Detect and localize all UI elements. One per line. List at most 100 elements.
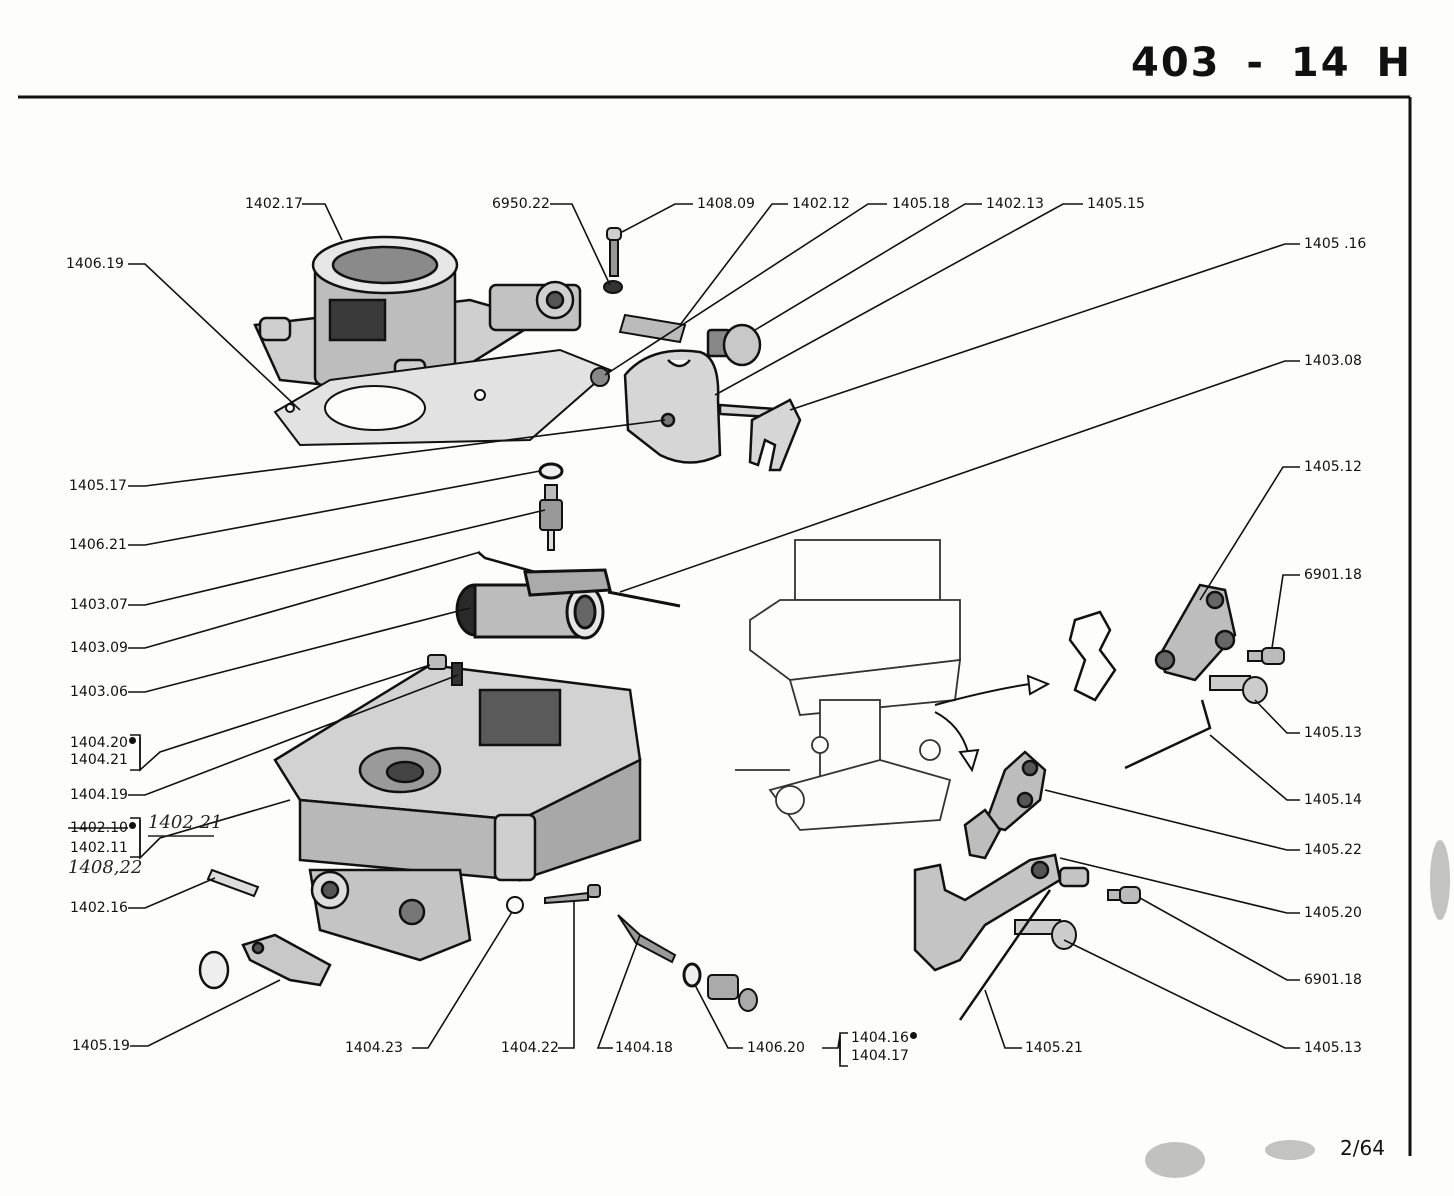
bullet-icon xyxy=(128,822,136,829)
scan-smudge xyxy=(1145,840,1450,1178)
assembly-outline xyxy=(735,539,962,831)
washer-1406-20 xyxy=(682,962,702,988)
gasket xyxy=(273,348,612,447)
lever-1405-20 xyxy=(913,853,1090,972)
callout-1406-20: 1406.20 xyxy=(747,1040,805,1056)
arrow-up-right xyxy=(934,683,1031,706)
callout-1402-13: 1402.13 xyxy=(986,196,1044,212)
screw-6901-18-bottom xyxy=(1107,886,1141,904)
leader-1402-12 xyxy=(679,203,788,326)
choke-plate-1405-15 xyxy=(623,349,722,464)
arrow-down-right xyxy=(934,711,969,753)
callout-1405-13-top: 1405.13 xyxy=(1304,725,1362,741)
callout-1404-21: 1404.21 xyxy=(70,752,128,768)
jet-1404-19 xyxy=(427,654,463,686)
callout-1405-14: 1405.14 xyxy=(1304,792,1362,808)
callout-1403-06: 1403.06 xyxy=(70,684,128,700)
callout-1405-18: 1405.18 xyxy=(892,196,950,212)
leader-1402-13 xyxy=(754,203,982,331)
callout-1403-08: 1403.08 xyxy=(1304,353,1362,369)
leader-1405-14 xyxy=(1209,734,1300,801)
washer-6950-22 xyxy=(603,280,623,294)
leader-1405-17 xyxy=(128,419,666,487)
leader-1404-19 xyxy=(128,674,459,796)
screw-6901-18-top xyxy=(1247,647,1285,665)
leader-1404-22 xyxy=(558,900,575,1049)
leader-1408-09 xyxy=(621,203,693,233)
callout-1404-23: 1404.23 xyxy=(345,1040,403,1056)
rod-1405-14 xyxy=(1124,699,1212,770)
callout-1406-19: 1406.19 xyxy=(66,256,124,272)
leader-6901-18-bottom xyxy=(1139,897,1300,981)
callout-1402-11: 1402.11 xyxy=(70,840,128,856)
choke-shaft-1405-16 xyxy=(718,398,802,472)
callout-1404-17: 1404.17 xyxy=(851,1048,909,1064)
carburettor-body xyxy=(273,663,642,962)
arrow-head-1 xyxy=(1026,674,1051,696)
leader-1405-16 xyxy=(789,243,1300,411)
handwritten-note-1: 1402 21 xyxy=(148,812,223,833)
lever-1405-22 xyxy=(963,750,1047,860)
spring-1402-13 xyxy=(590,367,610,387)
washer-1405-17 xyxy=(538,462,564,480)
callout-1406-21: 1406.21 xyxy=(69,537,127,553)
callout-1405-15: 1405.15 xyxy=(1087,196,1145,212)
page-number: 2/64 xyxy=(1340,1136,1385,1160)
bullet-icon xyxy=(128,737,136,744)
leader-1404-16-bracket xyxy=(822,1034,841,1062)
screw-1405-13-top xyxy=(1209,675,1268,704)
float-pin-1403-08 xyxy=(607,590,681,608)
leader-1402-16 xyxy=(128,877,216,909)
spring-1404-23 xyxy=(506,896,524,914)
bracket-1404-16-17 xyxy=(839,1032,848,1067)
leader-1405-21 xyxy=(984,989,1022,1049)
callout-6901-18-bottom: 6901.18 xyxy=(1304,972,1362,988)
callout-1405-22: 1405.22 xyxy=(1304,842,1362,858)
leader-lines xyxy=(128,203,1300,1067)
leader-1405-13-bottom xyxy=(1063,939,1300,1049)
callout-1405-19: 1405.19 xyxy=(72,1038,130,1054)
leader-1406-19 xyxy=(128,263,301,411)
leader-1405-20 xyxy=(1059,857,1300,914)
bracket-1402-10-11 xyxy=(130,817,141,858)
callout-1402-10: 1402.10 xyxy=(70,820,136,836)
rod-1405-21 xyxy=(958,889,1052,1021)
leader-1402-17 xyxy=(302,203,343,241)
bullet-icon xyxy=(909,1032,917,1039)
needle-valve-1406-21 xyxy=(539,484,563,551)
callout-1402-17: 1402.17 xyxy=(245,196,303,212)
screw-1404-16 xyxy=(707,974,758,1012)
leader-1405-13-top xyxy=(1254,699,1300,734)
callout-1402-16: 1402.16 xyxy=(70,900,128,916)
float-clip-1403-07 xyxy=(477,551,536,574)
callout-1404-16: 1404.16 xyxy=(851,1030,917,1046)
callout-1405-16: 1405 .16 xyxy=(1304,236,1367,252)
screw-1408-09 xyxy=(606,227,622,277)
lever-1405-19 xyxy=(198,933,332,990)
plug-1405-18 xyxy=(706,323,762,367)
leader-1405-22 xyxy=(1044,789,1300,851)
callout-1405-21: 1405.21 xyxy=(1025,1040,1083,1056)
callout-1405-13-bottom: 1405.13 xyxy=(1304,1040,1362,1056)
needle-1404-18 xyxy=(617,914,677,964)
leader-1406-20 xyxy=(694,984,743,1049)
callout-1404-18: 1404.18 xyxy=(615,1040,673,1056)
bracket-1404-20-21 xyxy=(130,734,141,771)
pin-1402-16 xyxy=(206,868,260,898)
callout-6901-18-top: 6901.18 xyxy=(1304,567,1362,583)
leader-1406-21 xyxy=(128,470,541,546)
callout-1402-10-text: 1402.10 xyxy=(70,820,128,836)
callout-1405-12: 1405.12 xyxy=(1304,459,1362,475)
carburettor-cover xyxy=(253,235,582,397)
leader-1405-12 xyxy=(1199,466,1300,601)
screw-1405-13-bottom xyxy=(1014,919,1077,950)
leader-1405-18 xyxy=(604,203,887,376)
arrow-head-2 xyxy=(958,748,980,773)
leader-6901-18-top xyxy=(1271,574,1300,649)
callout-1405-20: 1405.20 xyxy=(1304,905,1362,921)
leader-1403-06 xyxy=(128,607,471,693)
callout-1403-07: 1403.07 xyxy=(70,597,128,613)
callout-1404-22: 1404.22 xyxy=(501,1040,559,1056)
callout-1404-20: 1404.20 xyxy=(70,735,136,751)
